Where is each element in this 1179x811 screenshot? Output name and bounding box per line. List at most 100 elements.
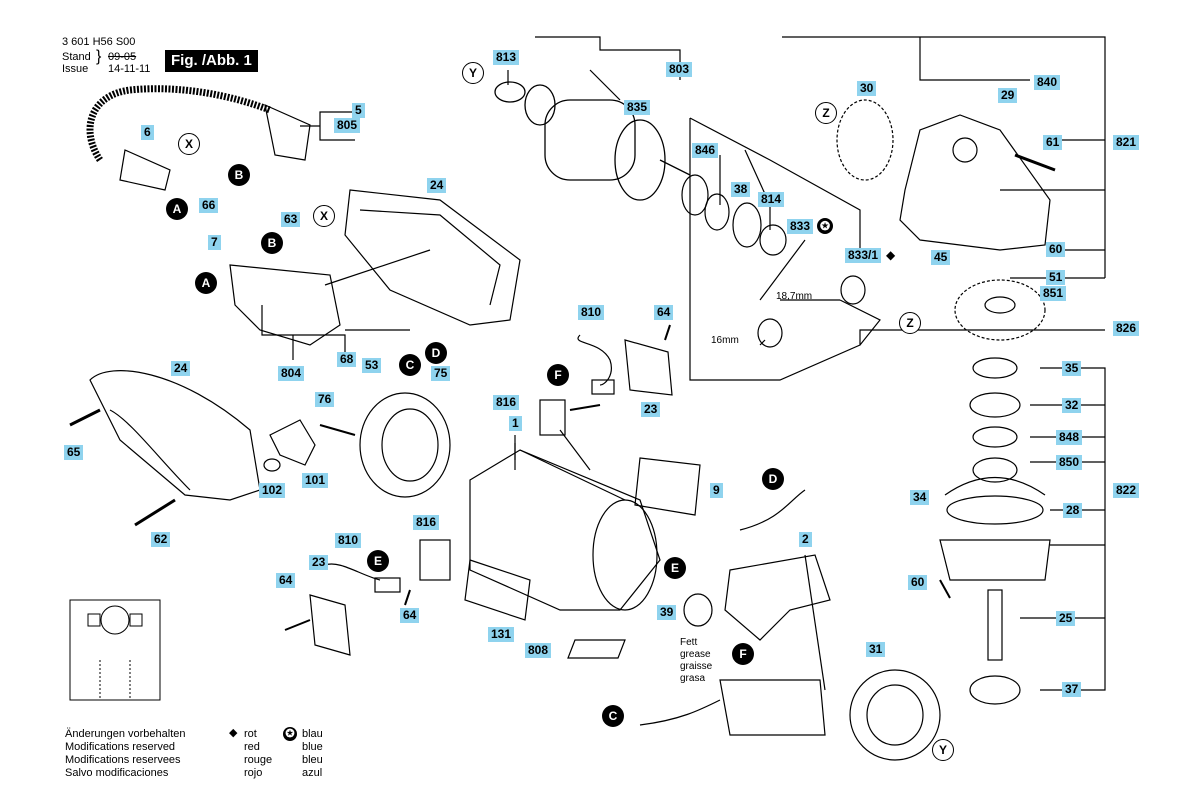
part-label: 37 xyxy=(1062,682,1082,697)
part-label: 64 xyxy=(276,573,296,588)
callout-circle: E xyxy=(367,550,389,572)
part-label: 24 xyxy=(427,178,447,193)
part-label: 5 xyxy=(352,103,365,118)
part-label: 833/1 xyxy=(845,248,882,263)
part-label: 29 xyxy=(998,88,1018,103)
callout-circle: C xyxy=(602,705,624,727)
callout-circle: C xyxy=(399,354,421,376)
leader-835 xyxy=(589,69,621,101)
leader-840 xyxy=(919,37,1030,81)
diamond-icon: ◆ xyxy=(229,727,238,739)
dimension-label: 16mm xyxy=(711,335,739,346)
brace: } xyxy=(96,48,102,65)
issue-date: 14-11-11 xyxy=(108,63,151,75)
part-label: 75 xyxy=(431,366,451,381)
part-label: 101 xyxy=(302,473,329,488)
part-label: 35 xyxy=(1062,361,1082,376)
part-label: 7 xyxy=(208,235,221,250)
part-label: 61 xyxy=(1043,135,1063,150)
bracket-frame-833 xyxy=(689,118,1105,381)
part-label: 24 xyxy=(171,361,191,376)
grease-note: grease xyxy=(680,649,711,660)
part-label: 28 xyxy=(1063,503,1083,518)
notice-line: Modifications reservees xyxy=(65,754,181,766)
callout-circle: E xyxy=(664,557,686,579)
part-label: 25 xyxy=(1056,611,1076,626)
part-label: 102 xyxy=(259,483,286,498)
blue-star-icon: ✪ xyxy=(817,218,833,234)
brush-cover-lower-shape xyxy=(309,594,351,656)
part-label: 39 xyxy=(657,605,677,620)
callout-circle: A xyxy=(195,272,217,294)
fan-guard-shape xyxy=(849,669,941,761)
callout-circle: Z xyxy=(815,102,837,124)
part-label: 32 xyxy=(1062,398,1082,413)
callout-circle: B xyxy=(228,164,250,186)
bracket-821 xyxy=(782,36,1106,278)
part-label: 6 xyxy=(141,125,154,140)
issue-label: Issue xyxy=(62,63,89,75)
fan-shape xyxy=(359,392,451,498)
callout-circle: D xyxy=(762,468,784,490)
part-label: 23 xyxy=(641,402,661,417)
part-label: 2 xyxy=(799,532,812,547)
part-label: 813 xyxy=(493,50,520,65)
legend-red: rouge xyxy=(244,754,273,766)
part-label: 62 xyxy=(151,532,171,547)
part-label: 808 xyxy=(525,643,552,658)
red-diamond-icon: ◆ xyxy=(886,248,896,262)
star-icon: ✪ xyxy=(283,727,297,741)
part-label: 851 xyxy=(1040,286,1067,301)
doc-number: 3 601 H56 S00 xyxy=(62,36,136,48)
legend-blue: blue xyxy=(302,741,323,753)
part-label: 848 xyxy=(1056,430,1083,445)
part-label: 840 xyxy=(1034,75,1061,90)
notice-line: Änderungen vorbehalten xyxy=(65,728,186,740)
leader-803 xyxy=(535,36,681,80)
armature-shape xyxy=(494,81,691,201)
figure-title: Fig. /Abb. 1 xyxy=(165,50,258,72)
part-label: 23 xyxy=(309,555,329,570)
part-label: 804 xyxy=(278,366,305,381)
callout-circle: F xyxy=(732,643,754,665)
part-label: 803 xyxy=(666,62,693,77)
callout-circle: F xyxy=(547,364,569,386)
motor-housing-shape xyxy=(469,449,661,611)
part-label: 816 xyxy=(413,515,440,530)
part-label: 76 xyxy=(315,392,335,407)
part-label: 850 xyxy=(1056,455,1083,470)
callout-circle: Y xyxy=(462,62,484,84)
part-label: 810 xyxy=(335,533,362,548)
bevel-gear-shape xyxy=(836,99,894,181)
handle-housing-lower-shape xyxy=(89,370,261,501)
part-label: 38 xyxy=(731,182,751,197)
part-label: 805 xyxy=(334,118,361,133)
part-label: 53 xyxy=(362,358,382,373)
brush-cover-shape xyxy=(624,339,673,396)
notice-line: Modifications reserved xyxy=(65,741,176,753)
grease-note: Fett xyxy=(680,637,698,648)
part-label: 9 xyxy=(710,483,723,498)
part-label: 68 xyxy=(337,352,357,367)
callout-circle: X xyxy=(178,133,200,155)
stator-shape xyxy=(724,554,831,641)
dimension-label: 18,7mm xyxy=(776,291,813,302)
part-label: 846 xyxy=(692,143,719,158)
legend-red: red xyxy=(244,741,260,753)
part-label: 63 xyxy=(281,212,301,227)
handle-housing-upper-shape xyxy=(344,189,521,326)
part-label: 64 xyxy=(654,305,674,320)
part-label: 30 xyxy=(857,81,877,96)
part-label: 131 xyxy=(488,627,515,642)
part-label: 65 xyxy=(64,445,84,460)
part-label: 1 xyxy=(509,416,522,431)
power-cable-shape xyxy=(86,85,272,162)
switch-shape xyxy=(229,264,341,346)
legend-blue: bleu xyxy=(302,754,323,766)
callout-circle: B xyxy=(261,232,283,254)
notice-line: Salvo modificaciones xyxy=(65,767,169,779)
stand-label: Stand xyxy=(62,51,91,63)
part-label: 60 xyxy=(908,575,928,590)
part-label: 833 xyxy=(787,219,814,234)
